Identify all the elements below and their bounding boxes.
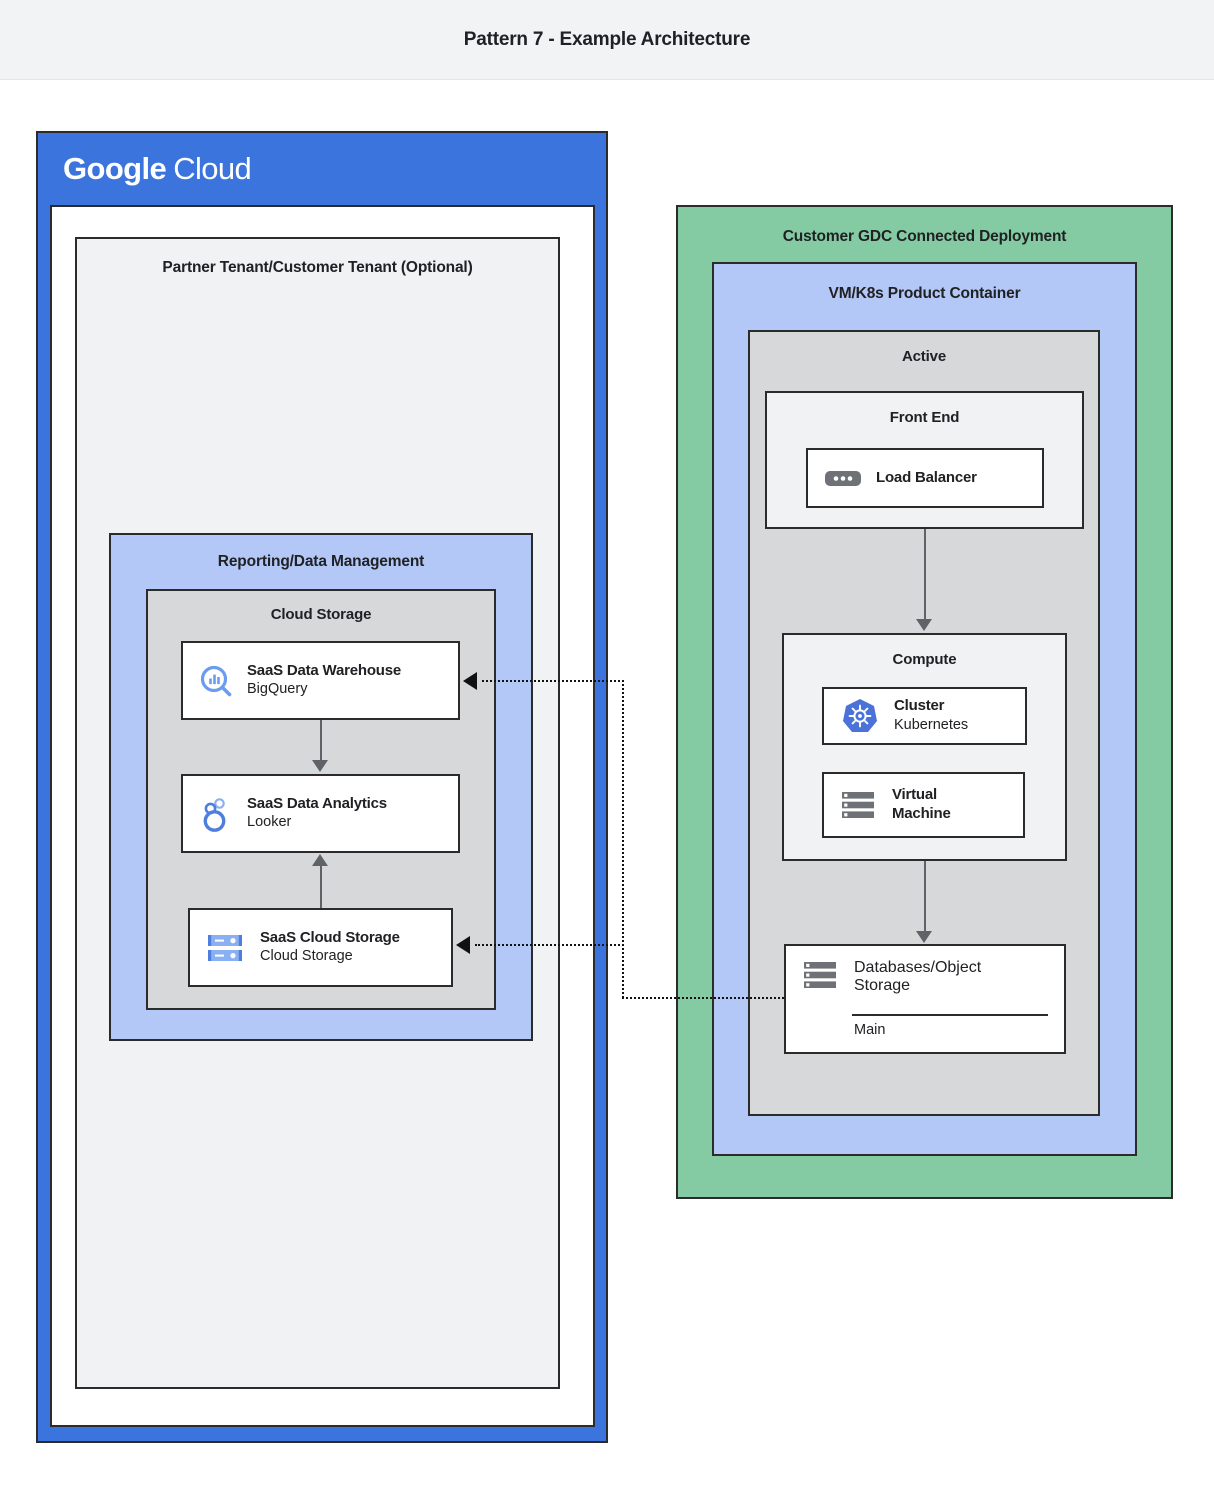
- card-load-balancer[interactable]: Load Balancer: [806, 448, 1044, 508]
- card-saas-cloud-storage[interactable]: SaaS Cloud Storage Cloud Storage: [188, 908, 453, 987]
- google-cloud-logo-cloud: Cloud: [173, 151, 252, 186]
- database-card-sublabel: Main: [854, 1022, 886, 1038]
- card-databases-object-storage[interactable]: Databases/Object Storage Main: [784, 944, 1066, 1054]
- front-end-title: Front End: [889, 409, 960, 426]
- card-sublabel: BigQuery: [247, 681, 308, 698]
- card-virtual-machine[interactable]: Virtual Machine: [822, 772, 1025, 838]
- card-text: Virtual Machine: [892, 786, 1023, 824]
- header-bar: [0, 0, 1214, 80]
- database-card-row: Databases/Object Storage: [786, 946, 1064, 1008]
- card-label-line2: Storage: [854, 977, 911, 994]
- active-title: Active: [901, 348, 947, 365]
- card-text: Load Balancer: [876, 469, 1042, 488]
- kubernetes-icon: [840, 696, 880, 736]
- partner-tenant-title: Partner Tenant/Customer Tenant (Optional…: [162, 259, 473, 276]
- bigquery-icon: [199, 664, 233, 698]
- card-label-line2: Machine: [892, 805, 951, 822]
- card-text: SaaS Cloud Storage Cloud Storage: [260, 929, 451, 967]
- card-sublabel: Looker: [247, 814, 292, 831]
- database-icon: [802, 958, 840, 997]
- card-sublabel: Cloud Storage: [260, 948, 353, 965]
- card-label: SaaS Data Warehouse: [247, 661, 402, 679]
- google-cloud-logo-google: Google: [63, 151, 167, 186]
- card-sublabel: Kubernetes: [894, 716, 969, 733]
- gdc-deployment-title: Customer GDC Connected Deployment: [782, 228, 1067, 245]
- card-label: Load Balancer: [876, 468, 977, 486]
- card-cluster[interactable]: Cluster Kubernetes: [822, 687, 1027, 745]
- card-label: Virtual: [892, 786, 938, 804]
- load-balancer-icon: [824, 467, 862, 489]
- card-saas-data-warehouse[interactable]: SaaS Data Warehouse BigQuery: [181, 641, 460, 720]
- cloud-storage-icon: [206, 931, 246, 965]
- cloud-storage-group-title: Cloud Storage: [270, 606, 372, 623]
- card-text: Databases/Object Storage: [854, 959, 981, 995]
- card-label: SaaS Data Analytics: [247, 794, 387, 812]
- vm-k8s-product-container-title: VM/K8s Product Container: [828, 285, 1021, 302]
- reporting-data-management-title: Reporting/Data Management: [217, 553, 425, 570]
- card-text: SaaS Data Warehouse BigQuery: [247, 662, 458, 700]
- card-text: Cluster Kubernetes: [894, 697, 1025, 735]
- page-title: Pattern 7 - Example Architecture: [463, 29, 751, 50]
- virtual-machine-icon: [840, 788, 878, 822]
- database-card-divider: [852, 1014, 1048, 1016]
- card-saas-data-analytics[interactable]: SaaS Data Analytics Looker: [181, 774, 460, 853]
- card-label: Cluster: [894, 697, 945, 715]
- looker-icon: [199, 796, 233, 832]
- card-label: SaaS Cloud Storage: [260, 928, 400, 946]
- card-label: Databases/Object: [854, 959, 982, 976]
- card-text: SaaS Data Analytics Looker: [247, 795, 458, 833]
- compute-title: Compute: [892, 651, 957, 668]
